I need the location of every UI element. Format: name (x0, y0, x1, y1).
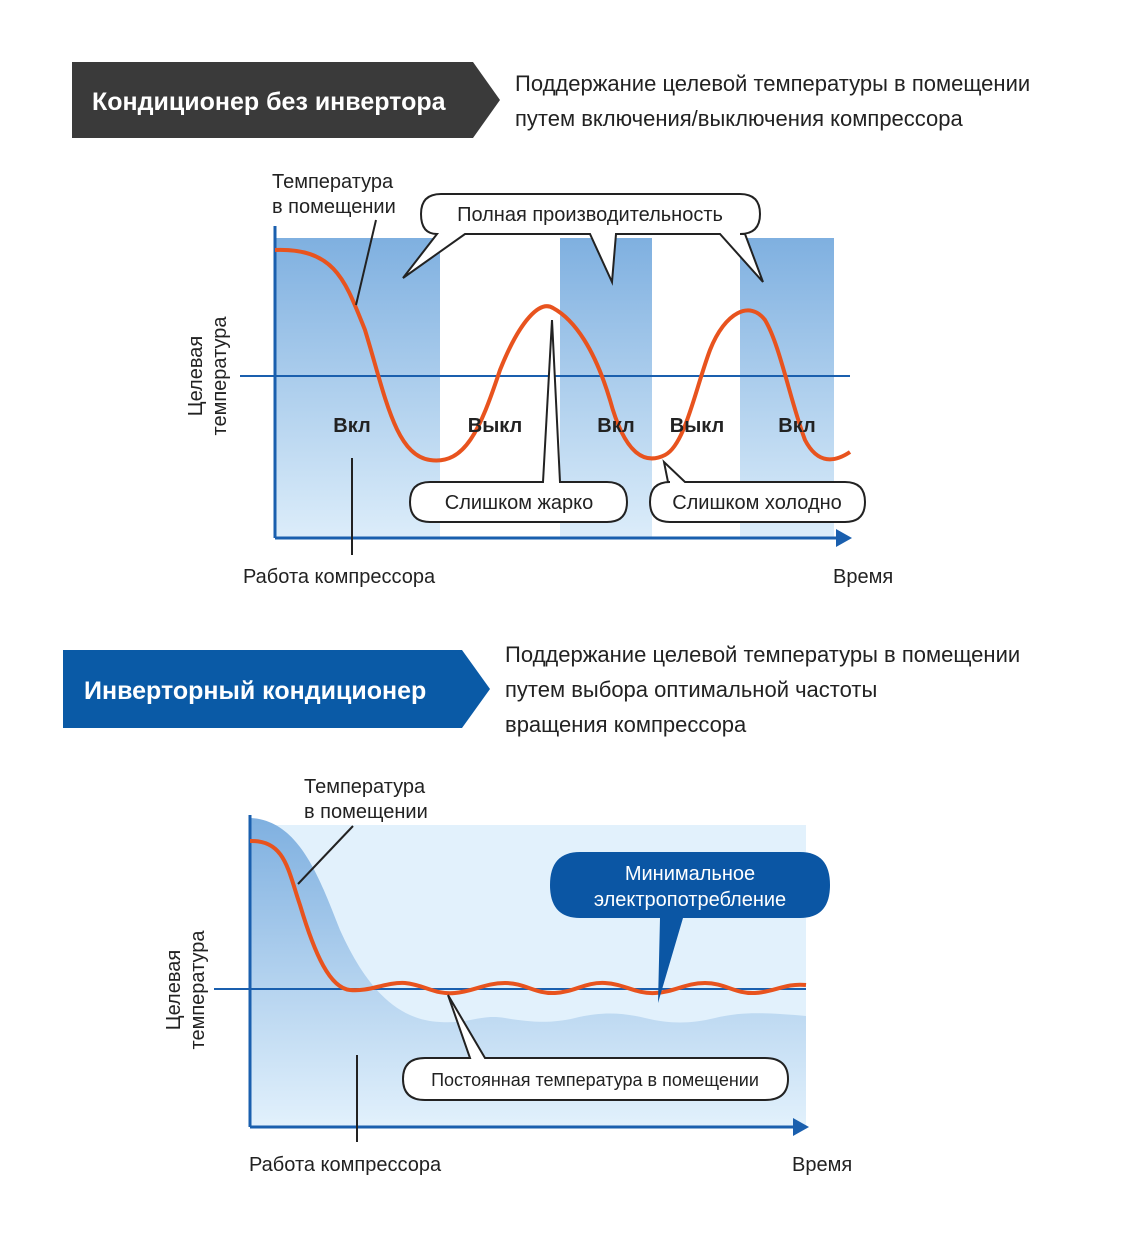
min-power-label-2: электропотребление (594, 889, 786, 911)
header-banner-inverter (63, 650, 490, 728)
desc-line-2: путем включения/выключения компрессора (515, 106, 964, 131)
desc-line-1: Поддержание целевой температуры в помеще… (505, 642, 1020, 667)
full-capacity-label: Полная производительность (457, 204, 723, 226)
section-non-inverter: Кондиционер без инвертора Поддержание це… (72, 62, 1030, 588)
y-axis-label-1: Целевая (185, 336, 207, 416)
room-temperature-curve (274, 247, 852, 463)
room-temp-pointer (355, 219, 377, 306)
min-power-label-1: Минимальное (625, 863, 755, 885)
too-hot-bubble (408, 319, 629, 523)
too-cold-label: Слишком холодно (672, 492, 842, 514)
desc-line-2: путем выбора оптимальной частоты (505, 677, 877, 702)
room-temp-label-1: Температура (304, 776, 426, 798)
header-banner-non-inverter (72, 62, 500, 138)
compressor-label: Работа компрессора (243, 566, 436, 588)
room-temp-label-2: в помещении (304, 801, 428, 823)
state-on-label: Вкл (333, 415, 370, 437)
full-capacity-bubble (402, 193, 764, 286)
header-title-non-inverter: Кондиционер без инвертора (92, 88, 447, 116)
time-label: Время (792, 1154, 852, 1176)
y-axis-label-2: температура (187, 930, 209, 1050)
room-temperature-curve (249, 838, 807, 996)
desc-line-1: Поддержание целевой температуры в помеще… (515, 71, 1030, 96)
compressor-power-area (250, 818, 806, 1127)
compressor-label: Работа компрессора (249, 1154, 442, 1176)
too-cold-bubble (648, 459, 867, 523)
state-off-label: Выкл (670, 415, 724, 437)
too-hot-label: Слишком жарко (445, 492, 593, 514)
x-axis-arrow (793, 1118, 809, 1136)
time-label: Время (833, 566, 893, 588)
constant-temp-bubble (401, 994, 790, 1101)
min-power-bubble (550, 852, 830, 1003)
compressor-on-band (275, 238, 440, 538)
section-inverter: Инверторный кондиционер Поддержание целе… (63, 642, 1020, 1176)
desc-line-3: вращения компрессора (505, 712, 747, 737)
constant-temp-label: Постоянная температура в помещении (431, 1070, 759, 1090)
state-on-label: Вкл (778, 415, 815, 437)
room-temp-label-2: в помещении (272, 196, 396, 218)
y-axis-label-2: температура (209, 316, 231, 436)
state-off-label: Выкл (468, 415, 522, 437)
y-axis-label-1: Целевая (163, 950, 185, 1030)
room-temp-pointer (297, 825, 354, 885)
x-axis-arrow (836, 529, 852, 547)
state-on-label: Вкл (597, 415, 634, 437)
room-temp-label-1: Температура (272, 171, 394, 193)
header-title-inverter: Инверторный кондиционер (84, 677, 426, 705)
